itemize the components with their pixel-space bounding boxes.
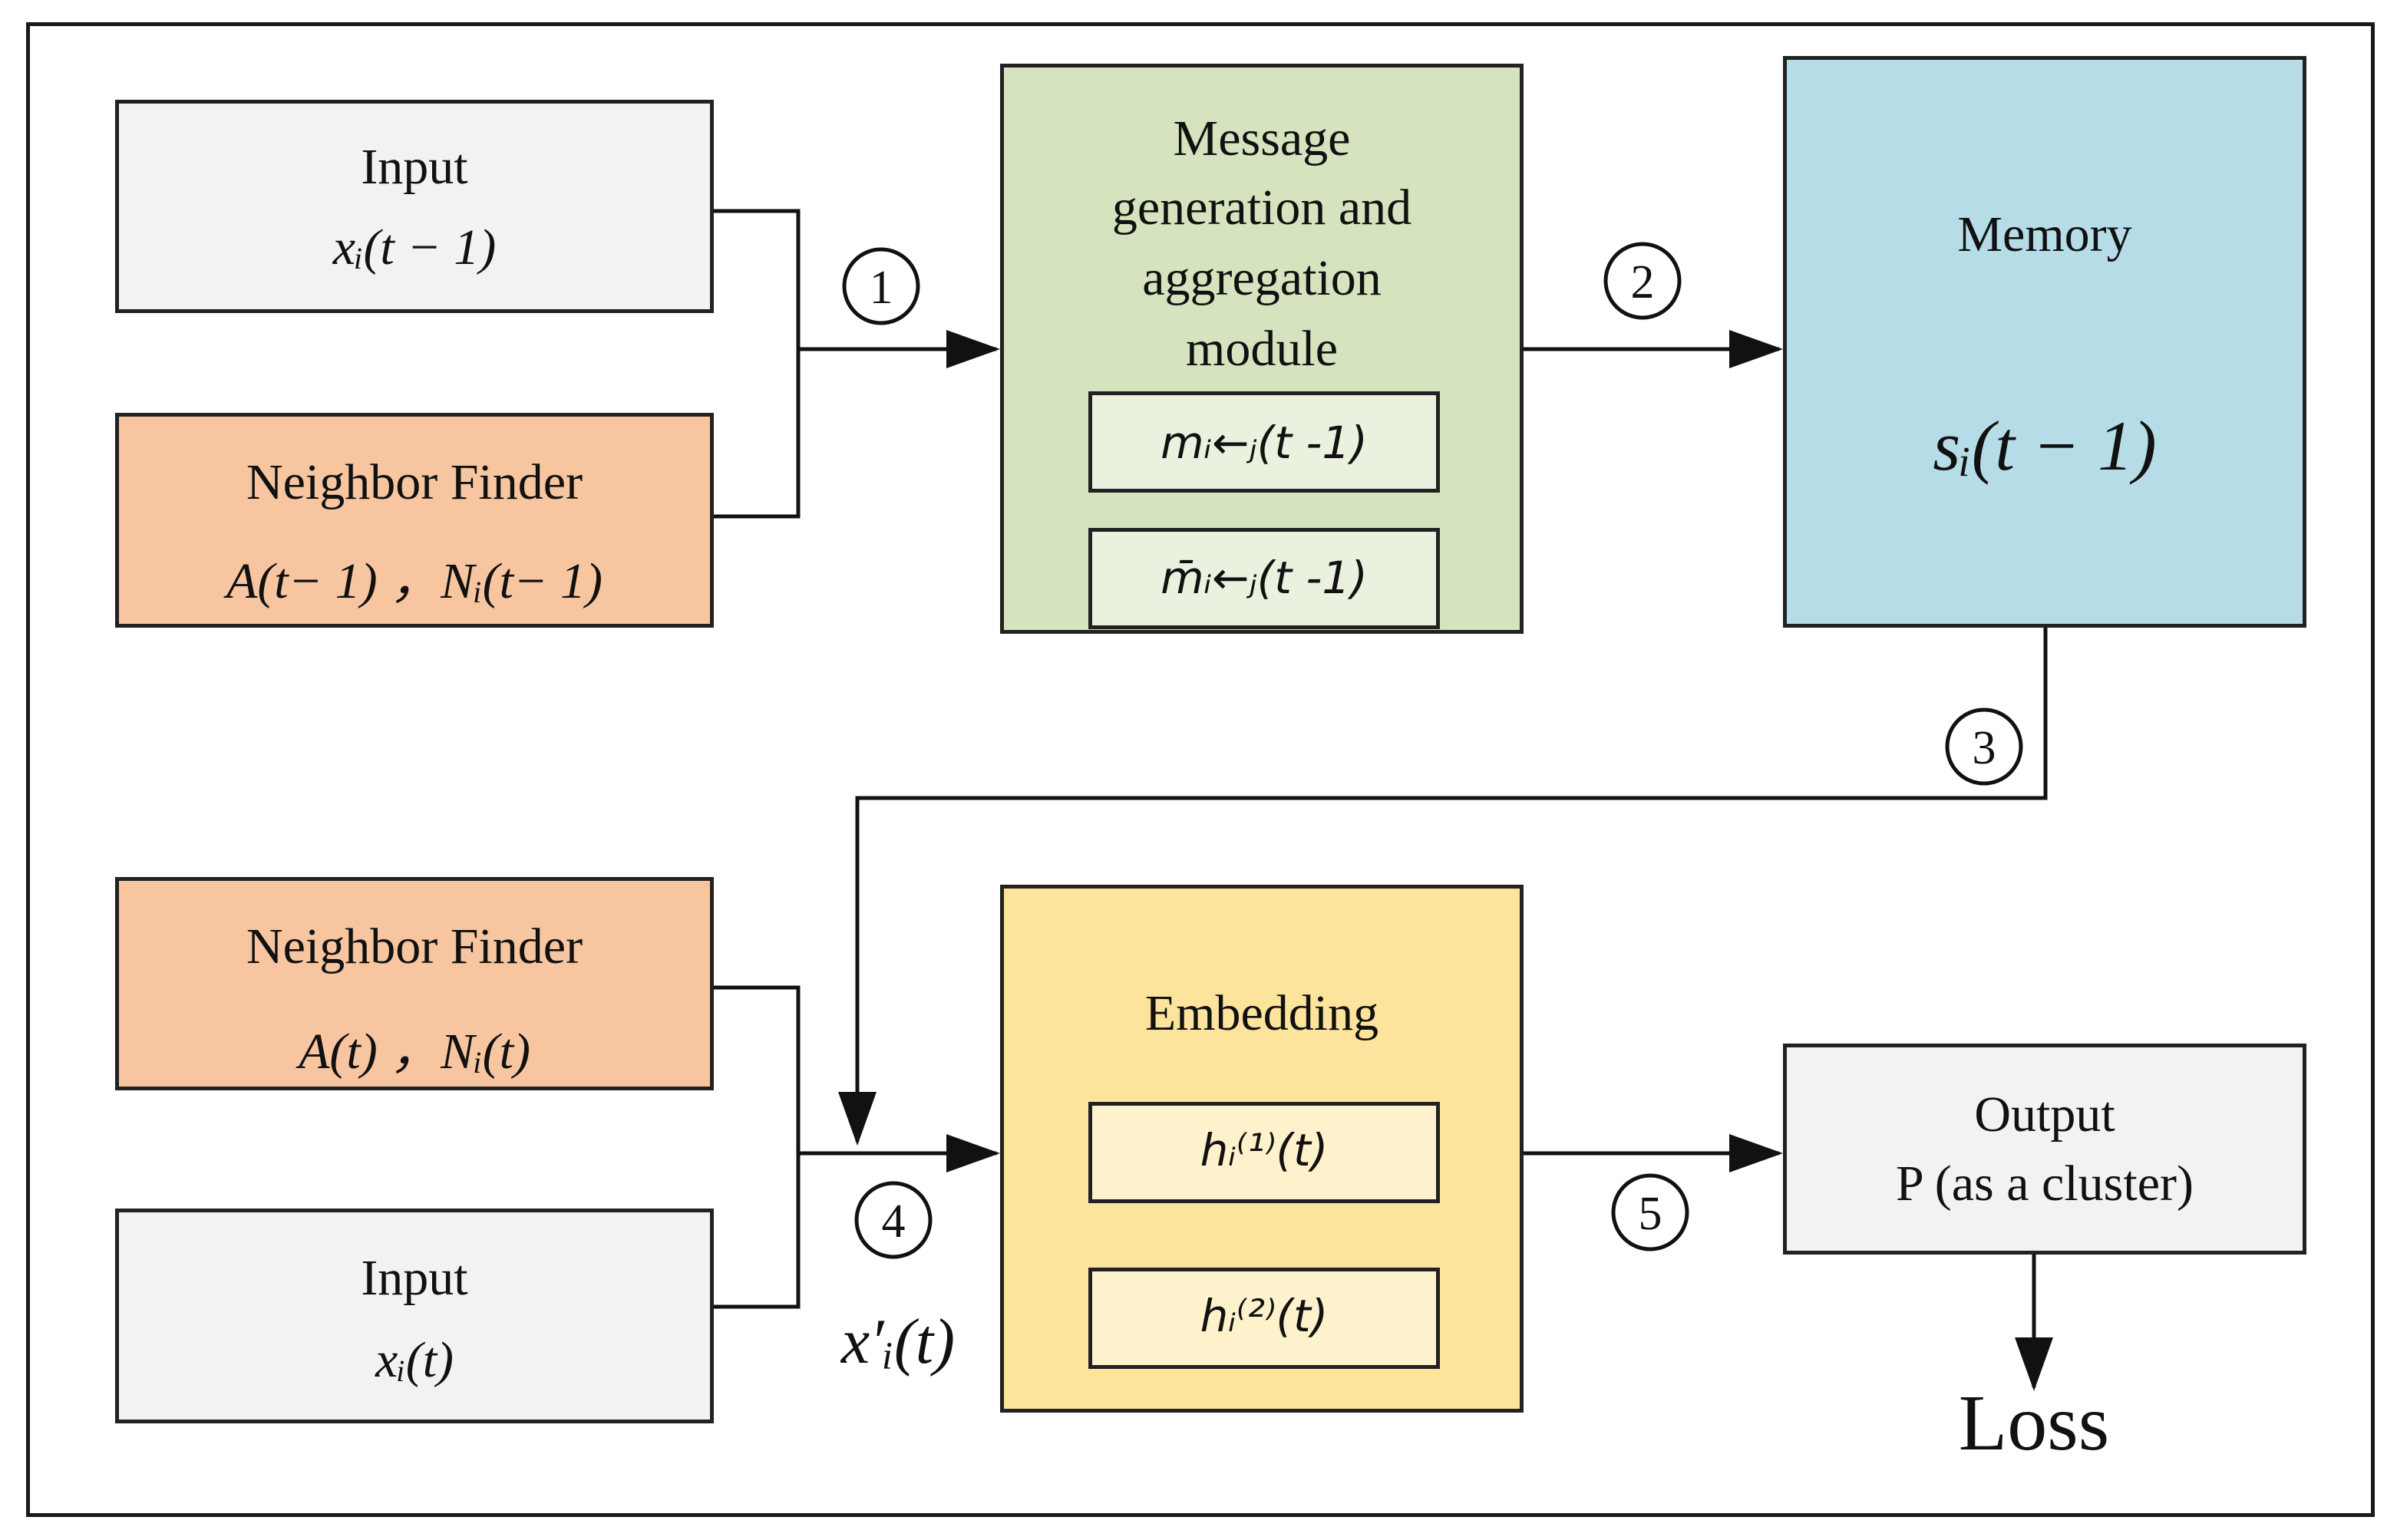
connector-step3 — [838, 628, 2048, 1146]
input-title-bottom: Input — [361, 1250, 468, 1306]
message-title-line-2: generation and — [1111, 180, 1412, 236]
step-label-4: 4 — [882, 1195, 906, 1248]
neighbor-finder-title-top: Neighbor Finder — [246, 454, 583, 510]
connector-neighbor-top — [714, 349, 801, 519]
input-box-top: Input xᵢ(t − 1) — [115, 100, 714, 313]
embedding-title: Embedding — [1144, 985, 1379, 1041]
neighbor-finder-formula-top: A(t− 1) ，Nᵢ(t− 1) — [226, 553, 603, 609]
input-formula-top: xᵢ(t − 1) — [332, 219, 497, 275]
embedding-layer2-box: hᵢ⁽²⁾(t) — [1088, 1268, 1440, 1369]
step-label-3: 3 — [1973, 722, 1996, 774]
input-title-top: Input — [361, 139, 468, 195]
message-aggregated-box: m̄ᵢ←ⱼ(t -1) — [1088, 528, 1440, 629]
step-label-5: 5 — [1639, 1188, 1662, 1240]
memory-formula: sᵢ(t − 1) — [1933, 407, 2157, 485]
message-module-box: Message generation and aggregation modul… — [1000, 64, 1524, 634]
step-circle-3: 3 — [1945, 707, 2023, 786]
step-circle-2: 2 — [1603, 242, 1682, 320]
embedding-layer2-formula: hᵢ⁽²⁾(t) — [1200, 1290, 1329, 1342]
step-circle-1: 1 — [842, 247, 920, 325]
input-formula-bottom: xᵢ(t) — [375, 1332, 454, 1388]
embedding-box: Embedding hᵢ⁽¹⁾(t) hᵢ⁽²⁾(t) — [1000, 885, 1524, 1413]
message-aggregated-formula: m̄ᵢ←ⱼ(t -1) — [1161, 552, 1368, 604]
connector-input-bottom — [714, 1153, 801, 1309]
message-raw-box: mᵢ←ⱼ(t -1) — [1088, 391, 1440, 493]
neighbor-finder-box-top: Neighbor Finder A(t− 1) ，Nᵢ(t− 1) — [115, 413, 714, 628]
x-prime-label: x′ᵢ(t) — [840, 1306, 956, 1377]
loss-label: Loss — [1958, 1379, 2110, 1467]
input-box-bottom: Input xᵢ(t) — [115, 1209, 714, 1423]
neighbor-finder-formula-bottom: A(t) ，Nᵢ(t) — [299, 1024, 530, 1080]
message-title-line-3: aggregation — [1142, 250, 1382, 306]
connector-neighbor-bottom — [714, 985, 801, 1153]
neighbor-finder-box-bottom: Neighbor Finder A(t) ，Nᵢ(t) — [115, 877, 714, 1090]
output-title: Output — [1974, 1087, 2115, 1143]
message-title-line-4: module — [1186, 321, 1338, 377]
neighbor-finder-title-bottom: Neighbor Finder — [246, 918, 583, 974]
embedding-layer1-formula: hᵢ⁽¹⁾(t) — [1200, 1124, 1329, 1176]
step-label-1: 1 — [870, 262, 893, 314]
embedding-layer1-box: hᵢ⁽¹⁾(t) — [1088, 1102, 1440, 1203]
output-box: Output P (as a cluster) — [1783, 1044, 2306, 1255]
step-label-2: 2 — [1631, 256, 1655, 308]
output-subtitle: P (as a cluster) — [1896, 1156, 2194, 1212]
diagram-frame — [26, 22, 2375, 1517]
memory-box: Memory sᵢ(t − 1) — [1783, 56, 2306, 628]
message-title-line-1: Message — [1173, 110, 1351, 167]
memory-title: Memory — [1957, 206, 2132, 262]
message-raw-formula: mᵢ←ⱼ(t -1) — [1161, 417, 1368, 469]
connector-input-top — [714, 209, 801, 349]
step-circle-4: 4 — [854, 1181, 933, 1259]
step-circle-5: 5 — [1611, 1173, 1689, 1251]
